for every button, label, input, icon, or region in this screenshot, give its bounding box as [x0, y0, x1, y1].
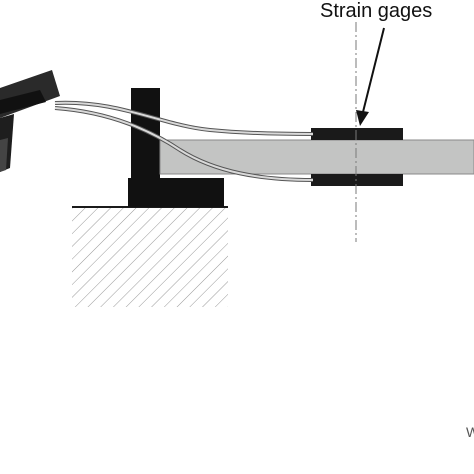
- strain-gages-label: Strain gages: [320, 0, 433, 22]
- ground-hatch: [72, 207, 228, 307]
- lead-wire-top: [54, 100, 314, 136]
- lead-wire-bottom-core: [54, 107, 314, 181]
- annotation-arrow-shaft: [362, 27, 385, 113]
- annotation-arrow-head: [356, 110, 369, 126]
- cantilever-beam: [159, 139, 474, 175]
- strain-gage-bottom: [311, 174, 403, 186]
- clamp-base: [128, 178, 224, 207]
- corner-label: W: [466, 424, 474, 440]
- lead-wire-top-core: [54, 101, 314, 135]
- connector-device: [0, 70, 60, 172]
- strain-gage-top: [311, 128, 403, 140]
